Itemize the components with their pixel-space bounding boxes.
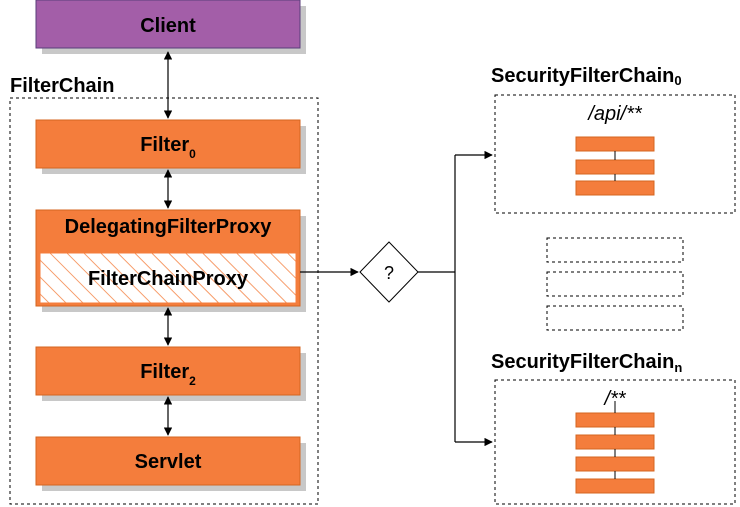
delegating-label: DelegatingFilterProxy [65,216,273,238]
filter2-label: Filter2 [140,361,196,388]
client-label: Client [140,15,196,37]
decision-diamond [359,241,419,303]
sfcn-title: SecurityFilterChainn [491,351,682,375]
filter-chain-label: FilterChain [10,75,114,97]
filter2-box [35,346,301,396]
placeholder-chain [546,271,684,297]
decision-label: ? [384,263,394,283]
filter-chain-container [9,97,319,505]
sfc0-filter-stack [575,136,655,196]
sfcn-filter-stack [575,401,655,494]
sfcn-filter-block [575,412,655,428]
filter0-box [35,119,301,169]
client-box [35,0,301,49]
sfc0-filter-block [575,159,655,175]
servlet-box [35,436,301,486]
placeholder-chain [546,305,684,331]
sfc0-filter-block [575,136,655,152]
placeholder-chain [546,237,684,263]
sfcn-pattern: /** [602,388,626,410]
filter-chain-proxy-box [39,252,297,304]
sfc0-title: SecurityFilterChain0 [491,65,682,88]
sfcn-filter-block [575,434,655,450]
sfcn-filter-block [575,478,655,494]
filter0-label: Filter0 [140,134,196,161]
sfc0-pattern: /api/** [586,103,643,125]
sfcn-filter-block [575,456,655,472]
sfc0-container [494,94,736,214]
sfc0-filter-block [575,180,655,196]
sfcn-container [494,379,736,505]
filter-chain-proxy-label: FilterChainProxy [88,268,249,290]
servlet-label: Servlet [135,451,202,473]
